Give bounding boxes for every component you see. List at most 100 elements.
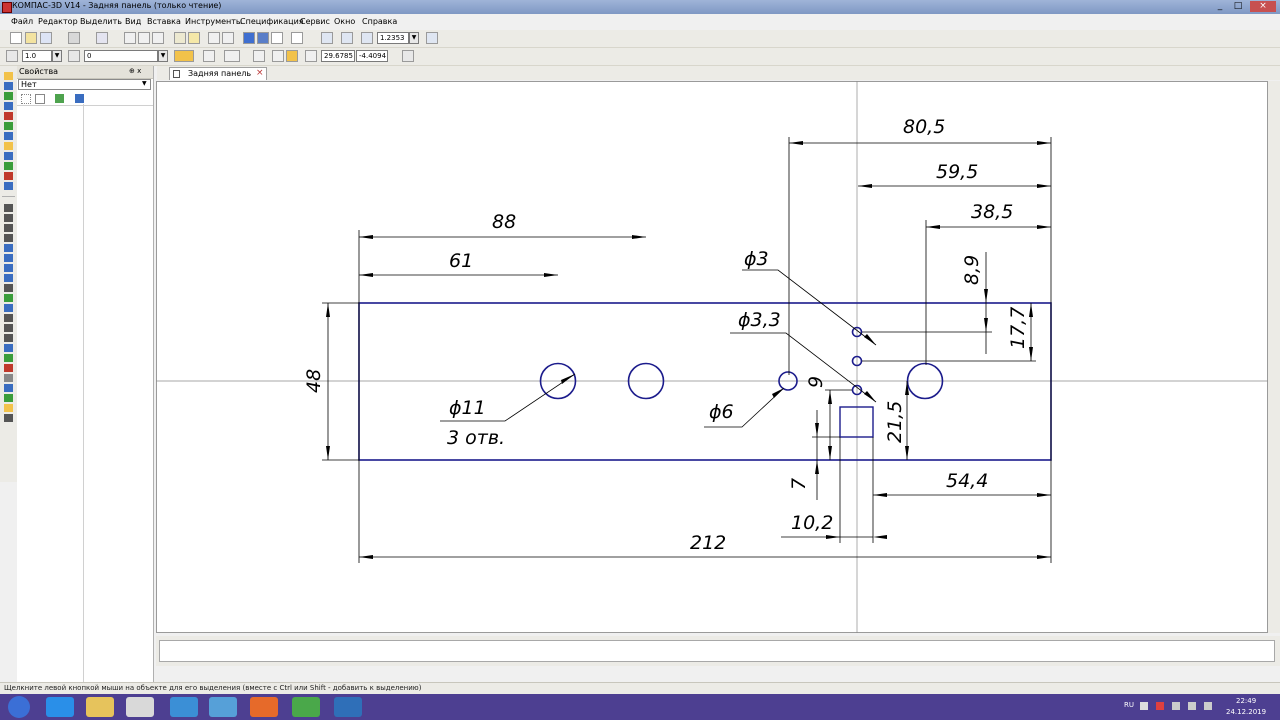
tray-up-icon[interactable] [1140,702,1148,710]
help-pointer-icon[interactable] [291,32,303,44]
save-icon[interactable] [40,32,52,44]
table-icon[interactable] [4,404,13,412]
scale-dropdown[interactable]: ▼ [52,50,62,62]
library-icon[interactable] [188,32,200,44]
format-painter-icon[interactable] [174,32,186,44]
zoom-dropdown[interactable]: ▼ [409,32,419,44]
copy-icon[interactable] [138,32,150,44]
network-icon[interactable] [1172,702,1180,710]
contour-icon[interactable] [4,324,13,332]
tab-zadnyaya-panel[interactable]: Задняя панель × [169,67,267,80]
menu-insert[interactable]: Вставка [147,17,181,26]
refresh-icon[interactable] [426,32,438,44]
ie-icon[interactable] [46,697,74,717]
kompas-taskbar-icon[interactable] [334,697,362,717]
preview-icon[interactable] [96,32,108,44]
command-input[interactable] [159,640,1275,662]
dimensions-icon[interactable] [4,82,13,90]
local-cs-icon[interactable] [253,50,265,62]
clock-date[interactable]: 24.12.2019 [1226,708,1267,716]
text-icon[interactable] [4,394,13,402]
zoom-in-icon[interactable] [321,32,333,44]
spline-icon[interactable] [4,274,13,282]
ellipse-icon[interactable] [4,264,13,272]
minimize-button[interactable]: _ [1217,1,1223,11]
open-file-icon[interactable] [25,32,37,44]
line-icon[interactable] [4,234,13,242]
zoom-window-icon[interactable] [341,32,353,44]
language-indicator[interactable]: RU [1124,701,1134,709]
coord-x-field[interactable]: 29.6785 [321,50,355,62]
variables-icon[interactable] [257,32,269,44]
undo-icon[interactable] [208,32,220,44]
fragment-icon[interactable] [4,182,13,190]
spec-icon[interactable] [4,142,13,150]
layer-field[interactable]: 0 [84,50,158,62]
cursor-params-icon[interactable] [402,50,414,62]
macro-icon[interactable] [4,172,13,180]
polyline-icon[interactable] [4,284,13,292]
start-button-icon[interactable] [8,696,30,718]
polygon-icon[interactable] [4,354,13,362]
add-property-icon[interactable] [55,94,64,103]
object-selector[interactable]: Нет ▼ [18,79,151,90]
paste-icon[interactable] [152,32,164,44]
segment-icon[interactable] [4,224,13,232]
drawing-canvas[interactable]: 80,5 59,5 38,5 88 61 8,9 17,7 48 9 21,5 … [156,81,1268,633]
manager-icon[interactable] [243,32,255,44]
equidistant-icon[interactable] [4,334,13,342]
menu-specification[interactable]: Спецификация [240,17,304,26]
flag-icon[interactable] [1188,702,1196,710]
reports-icon[interactable] [4,152,13,160]
cut-icon[interactable] [124,32,136,44]
close-button[interactable]: × [1250,1,1276,12]
help-icon[interactable] [75,94,84,103]
snap-icon[interactable] [174,50,194,62]
panel-pin-icon[interactable]: ⊕ x [129,67,142,75]
menu-service[interactable]: Сервис [300,17,330,26]
app-icon-globe[interactable] [209,697,237,717]
param-mode-icon[interactable] [286,50,298,62]
print-icon[interactable] [68,32,80,44]
params-icon[interactable] [4,112,13,120]
maximize-button[interactable]: □ [1233,1,1243,11]
zoom-out-icon[interactable] [361,32,373,44]
menu-help[interactable]: Справка [362,17,398,26]
auto-axis-icon[interactable] [4,384,13,392]
grid-icon[interactable] [224,50,240,62]
measure-icon[interactable] [4,122,13,130]
vertical-scrollbar[interactable] [1268,81,1280,633]
rectangle-icon[interactable] [4,344,13,352]
redo-icon[interactable] [222,32,234,44]
layer-dropdown[interactable]: ▼ [158,50,168,62]
zoom-field[interactable]: 1.2353 [377,32,409,44]
fillet-icon[interactable] [4,304,13,312]
new-file-icon[interactable] [10,32,22,44]
select-icon[interactable] [4,132,13,140]
tray-app-icon[interactable] [1156,702,1164,710]
ortho-icon[interactable] [203,50,215,62]
symbols-icon[interactable] [4,92,13,100]
volume-icon[interactable] [1204,702,1212,710]
hatch-icon[interactable] [4,294,13,302]
clock-time[interactable]: 22:49 [1236,697,1257,705]
firefox-icon[interactable] [250,697,278,717]
utorrent-icon[interactable] [292,697,320,717]
menu-select[interactable]: Выделить [80,17,122,26]
collect-contour-icon[interactable] [4,364,13,372]
tab-close-icon[interactable]: × [256,68,264,78]
menu-file[interactable]: Файл [11,17,34,26]
menu-edit[interactable]: Редактор [38,17,78,26]
fx-icon[interactable] [271,32,283,44]
more-tools-icon[interactable] [4,414,13,422]
menu-tools[interactable]: Инструменты [185,17,243,26]
point-icon[interactable] [4,204,13,212]
scale-field[interactable]: 1.0 [22,50,52,62]
coord-y-field[interactable]: -4.4094 [356,50,388,62]
circle-icon[interactable] [4,244,13,252]
menu-window[interactable]: Окно [334,17,356,26]
media-player-icon[interactable] [126,697,154,717]
column-splitter[interactable] [83,104,84,682]
app-icon-blue[interactable] [170,697,198,717]
menu-view[interactable]: Вид [125,17,142,26]
